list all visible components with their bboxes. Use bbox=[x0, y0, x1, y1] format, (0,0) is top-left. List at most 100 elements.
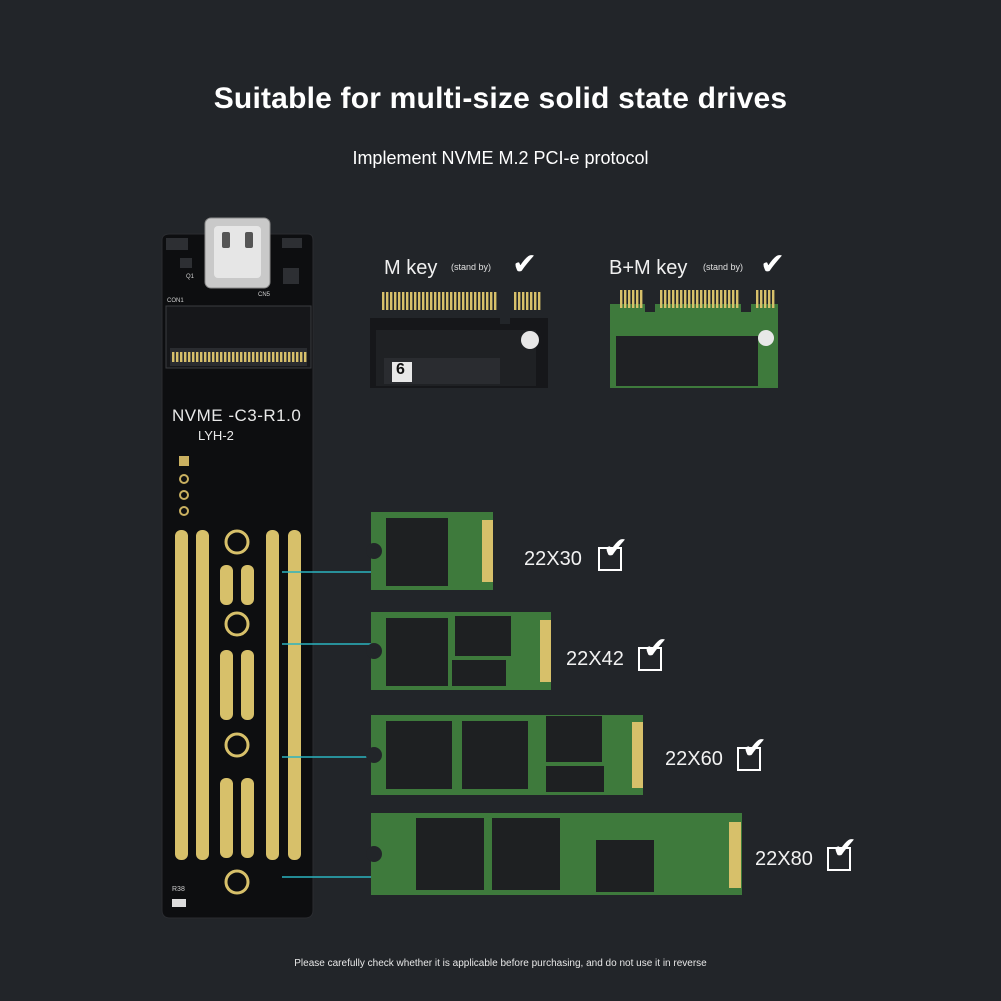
page-title: Suitable for multi-size solid state driv… bbox=[213, 82, 788, 115]
standoff-hole bbox=[224, 732, 250, 758]
checkbox-22x60 bbox=[737, 747, 761, 771]
board-revision-label: LYH-2 bbox=[198, 428, 234, 443]
gold-rail bbox=[288, 530, 301, 860]
gold-pin bbox=[724, 290, 727, 308]
gold-pin bbox=[462, 292, 465, 310]
gold-pin bbox=[736, 290, 739, 308]
ssd-22x30 bbox=[366, 512, 493, 590]
gold-pin bbox=[204, 352, 207, 362]
check-icon-22x30: ✔ bbox=[603, 532, 629, 565]
gold-pin bbox=[696, 290, 699, 308]
footer-note: Please carefully check whether it is app… bbox=[294, 958, 707, 969]
gold-pin bbox=[382, 292, 385, 310]
gold-pin bbox=[486, 292, 489, 310]
board-model-label: NVME -C3-R1.0 bbox=[172, 406, 302, 425]
gold-pin bbox=[700, 290, 703, 308]
gold-pin bbox=[224, 352, 227, 362]
gold-pin bbox=[394, 292, 397, 310]
gold-pin bbox=[280, 352, 283, 362]
gold-pin bbox=[292, 352, 295, 362]
gold-pin bbox=[474, 292, 477, 310]
gold-pin bbox=[252, 352, 255, 362]
gold-pin bbox=[514, 292, 517, 310]
bm-key-check-icon: ✔ bbox=[760, 248, 786, 281]
standoff-hole bbox=[224, 869, 250, 895]
size-label-22x80: 22X80 bbox=[755, 848, 813, 870]
gold-pin bbox=[708, 290, 711, 308]
bm-key-standby-note: (stand by) bbox=[703, 262, 744, 272]
connector-sticker: 6 bbox=[396, 361, 405, 378]
gold-pin bbox=[538, 292, 541, 310]
gold-pin bbox=[260, 352, 263, 362]
gold-pin bbox=[268, 352, 271, 362]
gold-pin bbox=[772, 290, 775, 308]
gold-pin bbox=[458, 292, 461, 310]
gold-pin bbox=[196, 352, 199, 362]
bm-key-connector bbox=[610, 286, 778, 388]
gold-pin bbox=[228, 352, 231, 362]
gold-pin bbox=[304, 352, 307, 362]
gold-pin bbox=[450, 292, 453, 310]
gold-pin bbox=[704, 290, 707, 308]
gold-pin bbox=[756, 290, 759, 308]
gold-pin bbox=[426, 292, 429, 310]
gold-pin bbox=[180, 352, 183, 362]
gold-pin bbox=[176, 352, 179, 362]
gold-pin bbox=[232, 352, 235, 362]
gold-pin bbox=[522, 292, 525, 310]
gold-pin bbox=[410, 292, 413, 310]
gold-pin bbox=[390, 292, 393, 310]
gold-pin bbox=[760, 290, 763, 308]
gold-pin bbox=[256, 352, 259, 362]
gold-pin bbox=[482, 292, 485, 310]
gold-pin bbox=[216, 352, 219, 362]
led bbox=[172, 899, 186, 907]
gold-pin bbox=[446, 292, 449, 310]
size-label-22x30: 22X30 bbox=[524, 548, 582, 570]
ssd-22x42 bbox=[366, 612, 551, 690]
gold-pin bbox=[672, 290, 675, 308]
m-key-label: M key bbox=[384, 257, 438, 279]
gold-pin bbox=[398, 292, 401, 310]
gold-pin bbox=[248, 352, 251, 362]
gold-rail bbox=[266, 530, 279, 860]
checkbox-22x80 bbox=[827, 847, 851, 871]
gold-pin bbox=[402, 292, 405, 310]
ssd-22x80 bbox=[366, 813, 742, 895]
gold-pin bbox=[296, 352, 299, 362]
gold-pin bbox=[478, 292, 481, 310]
gold-pin bbox=[530, 292, 533, 310]
ssd-22x60 bbox=[366, 715, 643, 795]
gold-pin bbox=[236, 352, 239, 362]
gold-pin bbox=[442, 292, 445, 310]
gold-pin bbox=[664, 290, 667, 308]
gold-pin bbox=[720, 290, 723, 308]
gold-pin bbox=[406, 292, 409, 310]
gold-pin bbox=[732, 290, 735, 308]
gold-pin bbox=[418, 292, 421, 310]
gold-pin bbox=[284, 352, 287, 362]
size-label-22x42: 22X42 bbox=[566, 648, 624, 670]
gold-pin bbox=[620, 290, 623, 308]
gold-pin bbox=[712, 290, 715, 308]
standoff-hole bbox=[224, 611, 250, 637]
gold-pin bbox=[764, 290, 767, 308]
gold-pin bbox=[172, 352, 175, 362]
silk-cn5: CN5 bbox=[258, 292, 271, 298]
gold-pin bbox=[526, 292, 529, 310]
gold-pin bbox=[300, 352, 303, 362]
gold-pin bbox=[518, 292, 521, 310]
gold-pin bbox=[466, 292, 469, 310]
gold-pin bbox=[208, 352, 211, 362]
standoff-hole bbox=[224, 529, 250, 555]
silk-r38: R38 bbox=[172, 886, 185, 893]
gold-pin bbox=[494, 292, 497, 310]
gold-pin bbox=[240, 352, 243, 362]
gold-pin bbox=[438, 292, 441, 310]
checkbox-22x30 bbox=[598, 547, 622, 571]
checkbox-22x42 bbox=[638, 647, 662, 671]
gold-pin bbox=[454, 292, 457, 310]
gold-pin bbox=[414, 292, 417, 310]
m-key-standby-note: (stand by) bbox=[451, 262, 492, 272]
